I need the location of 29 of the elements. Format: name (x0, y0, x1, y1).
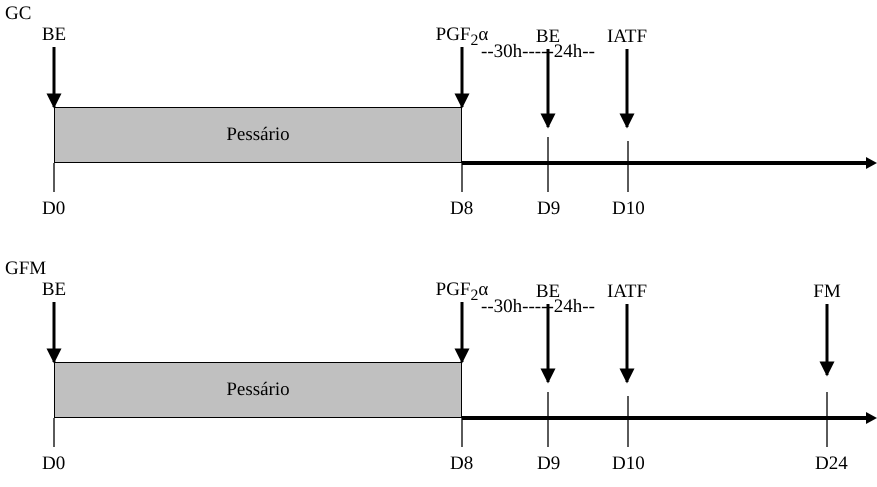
pessary-bar (54, 107, 462, 163)
timeline-label: D8 (450, 198, 474, 220)
timeline-label: D10 (612, 453, 645, 475)
event-label: IATF (606, 281, 648, 303)
timeline-label: D0 (42, 453, 66, 475)
arrow (540, 304, 556, 384)
timeline-label: D8 (450, 453, 474, 475)
timeline-label: D24 (815, 453, 848, 475)
arrow (820, 304, 834, 376)
event-label: BE (42, 279, 66, 301)
arrow (540, 49, 556, 128)
arrow (620, 304, 634, 384)
arrow (454, 302, 470, 364)
timeline-label: D9 (537, 453, 560, 475)
event-label: FM (813, 281, 841, 303)
timeline-label: D10 (612, 198, 645, 220)
event-label: BE (42, 24, 66, 46)
bar-label: Pessário (226, 379, 290, 401)
arrow (454, 47, 470, 108)
arrow (46, 302, 62, 364)
event-label: IATF (606, 26, 648, 48)
timeline-label: D0 (42, 198, 66, 220)
timeline-label: GFM (5, 258, 46, 280)
arrow (620, 49, 634, 128)
arrow (46, 47, 62, 108)
timeline-label: D9 (537, 198, 560, 220)
bar-label: Pessário (226, 124, 290, 146)
timeline-label: GC (5, 3, 32, 25)
pessary-bar (54, 362, 462, 418)
